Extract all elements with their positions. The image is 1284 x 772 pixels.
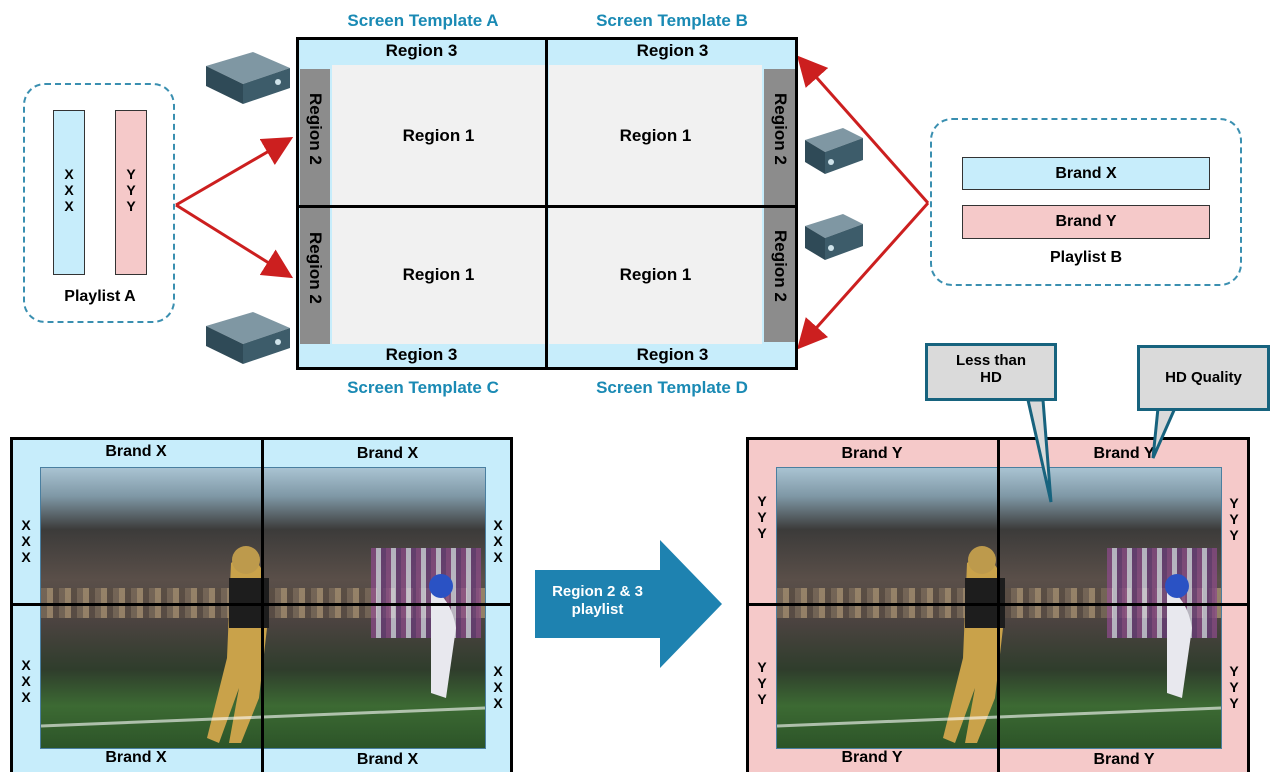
left-side-bottom-right: X X X bbox=[493, 663, 503, 711]
left-brand-top-left: Brand X bbox=[105, 443, 167, 460]
template-d-region-1: Region 1 bbox=[549, 206, 762, 344]
media-player-icon bbox=[805, 128, 863, 174]
right-brand-top-right: Brand Y bbox=[1093, 445, 1155, 462]
template-a-region-1: Region 1 bbox=[332, 65, 545, 206]
playlist-a-group bbox=[23, 83, 175, 323]
callout-hd-quality: HD Quality bbox=[1137, 345, 1270, 411]
media-player-icon bbox=[206, 52, 290, 104]
template-d: Region 1 Region 2 Region 3 bbox=[547, 206, 798, 370]
template-c-region-2: Region 2 bbox=[300, 208, 330, 344]
left-wall-hline bbox=[10, 603, 513, 606]
arrow-b-to-template-b bbox=[797, 55, 930, 204]
template-grid-vline bbox=[545, 37, 548, 370]
left-side-bottom-left: X X X bbox=[21, 657, 31, 705]
template-a: Region 3 Region 2 Region 1 bbox=[296, 37, 547, 206]
playlist-b-group bbox=[930, 118, 1242, 286]
media-player-icon bbox=[805, 214, 863, 260]
playlist-a-col-x: X X X bbox=[53, 110, 85, 275]
template-a-title: Screen Template A bbox=[347, 11, 499, 30]
template-b-region-3: Region 3 bbox=[636, 41, 709, 60]
right-brand-bottom-left: Brand Y bbox=[841, 749, 903, 766]
right-brand-top-left: Brand Y bbox=[841, 445, 903, 462]
playlist-a-label: Playlist A bbox=[64, 288, 136, 305]
right-brand-bottom-right: Brand Y bbox=[1093, 751, 1155, 768]
playlist-b-label: Playlist B bbox=[1049, 249, 1123, 266]
arrow-b-to-template-d bbox=[797, 202, 930, 350]
arrow-a-to-template-c bbox=[175, 203, 294, 279]
transition-arrow-label: Region 2 & 3 playlist bbox=[552, 583, 643, 618]
left-brand-bottom-left: Brand X bbox=[105, 749, 167, 766]
template-d-title: Screen Template D bbox=[596, 378, 748, 397]
template-c-region-3: Region 3 bbox=[385, 345, 458, 364]
right-side-bottom-left: Y Y Y bbox=[757, 659, 767, 707]
template-d-region-3: Region 3 bbox=[636, 345, 709, 364]
template-grid-hline bbox=[296, 205, 798, 208]
right-side-top-right: Y Y Y bbox=[1229, 495, 1239, 543]
right-wall-hline bbox=[746, 603, 1250, 606]
template-b-region-1: Region 1 bbox=[549, 65, 762, 206]
template-a-region-3: Region 3 bbox=[385, 41, 458, 60]
template-c: Region 2 Region 1 Region 3 bbox=[296, 206, 547, 370]
playlist-b-item-x: Brand X bbox=[962, 157, 1210, 190]
left-side-top-left: X X X bbox=[21, 517, 31, 565]
template-b: Region 3 Region 1 Region 2 bbox=[547, 37, 798, 206]
callout-less-than-hd: Less than HD bbox=[925, 343, 1057, 401]
template-a-region-2: Region 2 bbox=[300, 69, 330, 205]
template-d-region-2: Region 2 bbox=[764, 208, 796, 342]
left-brand-top-right: Brand X bbox=[356, 445, 419, 462]
template-c-region-1: Region 1 bbox=[332, 206, 545, 344]
template-b-title: Screen Template B bbox=[596, 11, 748, 30]
template-b-region-2: Region 2 bbox=[764, 69, 796, 205]
right-side-bottom-right: Y Y Y bbox=[1229, 663, 1239, 711]
transition-arrow bbox=[535, 540, 722, 668]
right-side-top-left: Y Y Y bbox=[757, 493, 767, 541]
playlist-a-col-y: Y Y Y bbox=[115, 110, 147, 275]
playlist-b-item-y: Brand Y bbox=[962, 205, 1210, 239]
left-brand-bottom-right: Brand X bbox=[356, 751, 419, 768]
left-side-top-right: X X X bbox=[493, 517, 503, 565]
template-c-title: Screen Template C bbox=[347, 378, 499, 397]
arrow-a-to-template-a bbox=[175, 136, 294, 207]
media-player-icon bbox=[206, 312, 290, 364]
